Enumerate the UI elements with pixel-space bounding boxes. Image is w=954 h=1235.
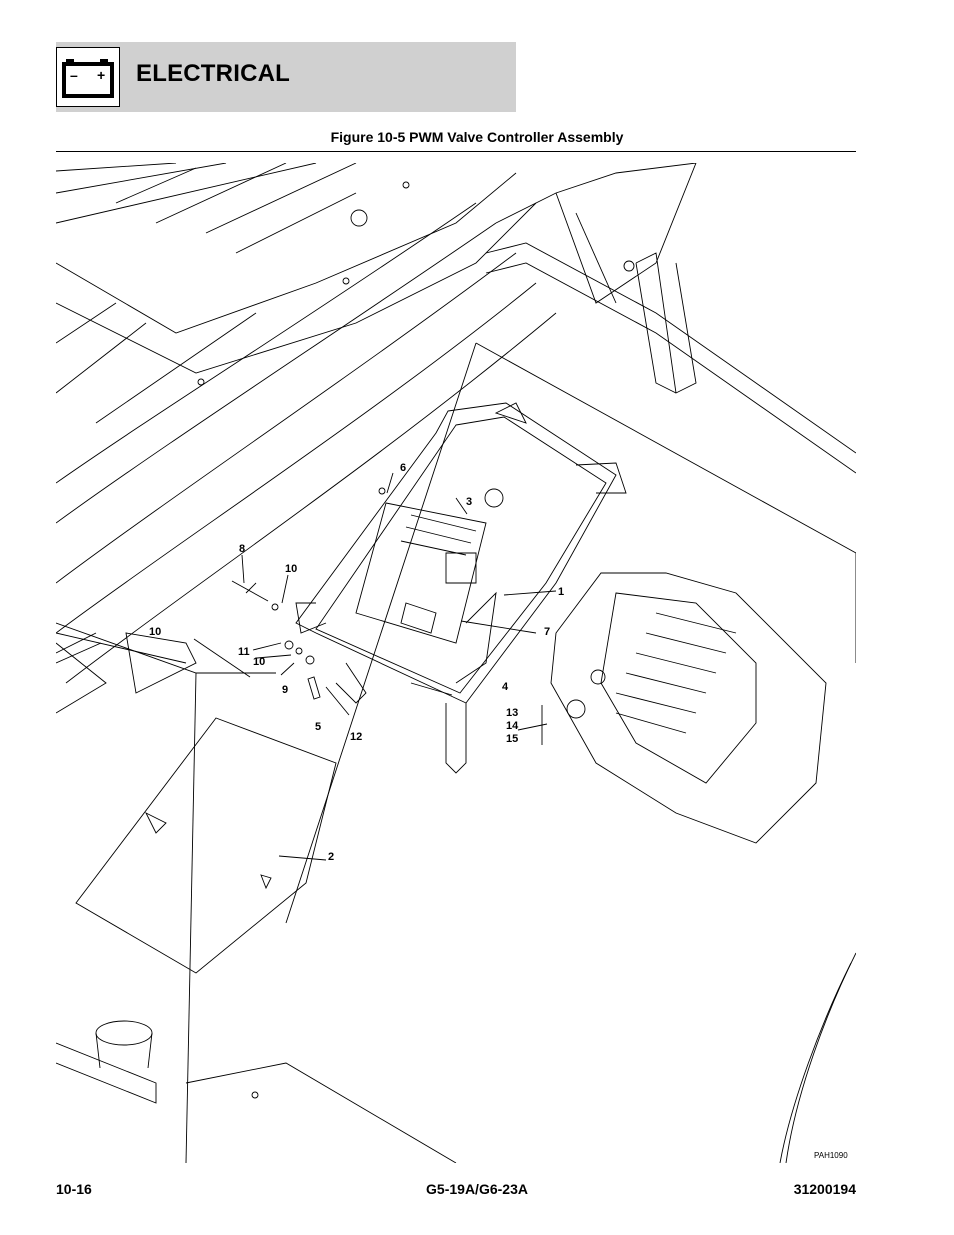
callout-11: 11	[238, 646, 250, 658]
callout-14: 14	[506, 720, 519, 732]
callout-4: 4	[502, 681, 509, 693]
callout-13: 13	[506, 707, 518, 719]
callout-8: 8	[239, 543, 245, 555]
drawing-code: PAH1090	[814, 1151, 848, 1160]
svg-text:+: +	[97, 67, 105, 83]
callout-5: 5	[315, 721, 321, 733]
callout-15: 15	[506, 733, 518, 745]
callout-10-c: 10	[253, 656, 265, 668]
figure-caption: Figure 10-5 PWM Valve Controller Assembl…	[330, 129, 624, 145]
callout-12: 12	[350, 731, 362, 743]
exploded-view-drawing: 1 2 3 4 5 6 7 8 9 10 10 10 11 12 13 14 1…	[55, 162, 857, 1164]
callout-9: 9	[282, 684, 288, 696]
page-number: 10-16	[56, 1181, 92, 1197]
caption-rule	[56, 151, 856, 152]
callout-1: 1	[558, 586, 564, 598]
callout-6: 6	[400, 462, 406, 474]
model-number: G5-19A/G6-23A	[426, 1181, 528, 1197]
manual-number: 31200194	[793, 1181, 856, 1197]
callout-10-b: 10	[149, 626, 161, 638]
section-title: ELECTRICAL	[136, 60, 290, 87]
callout-7: 7	[544, 626, 550, 638]
callout-10-a: 10	[285, 563, 297, 575]
header-band	[56, 42, 516, 112]
callout-3: 3	[466, 496, 472, 508]
callout-2: 2	[328, 851, 334, 863]
svg-text:–: –	[70, 67, 78, 83]
battery-icon: – +	[56, 47, 120, 107]
